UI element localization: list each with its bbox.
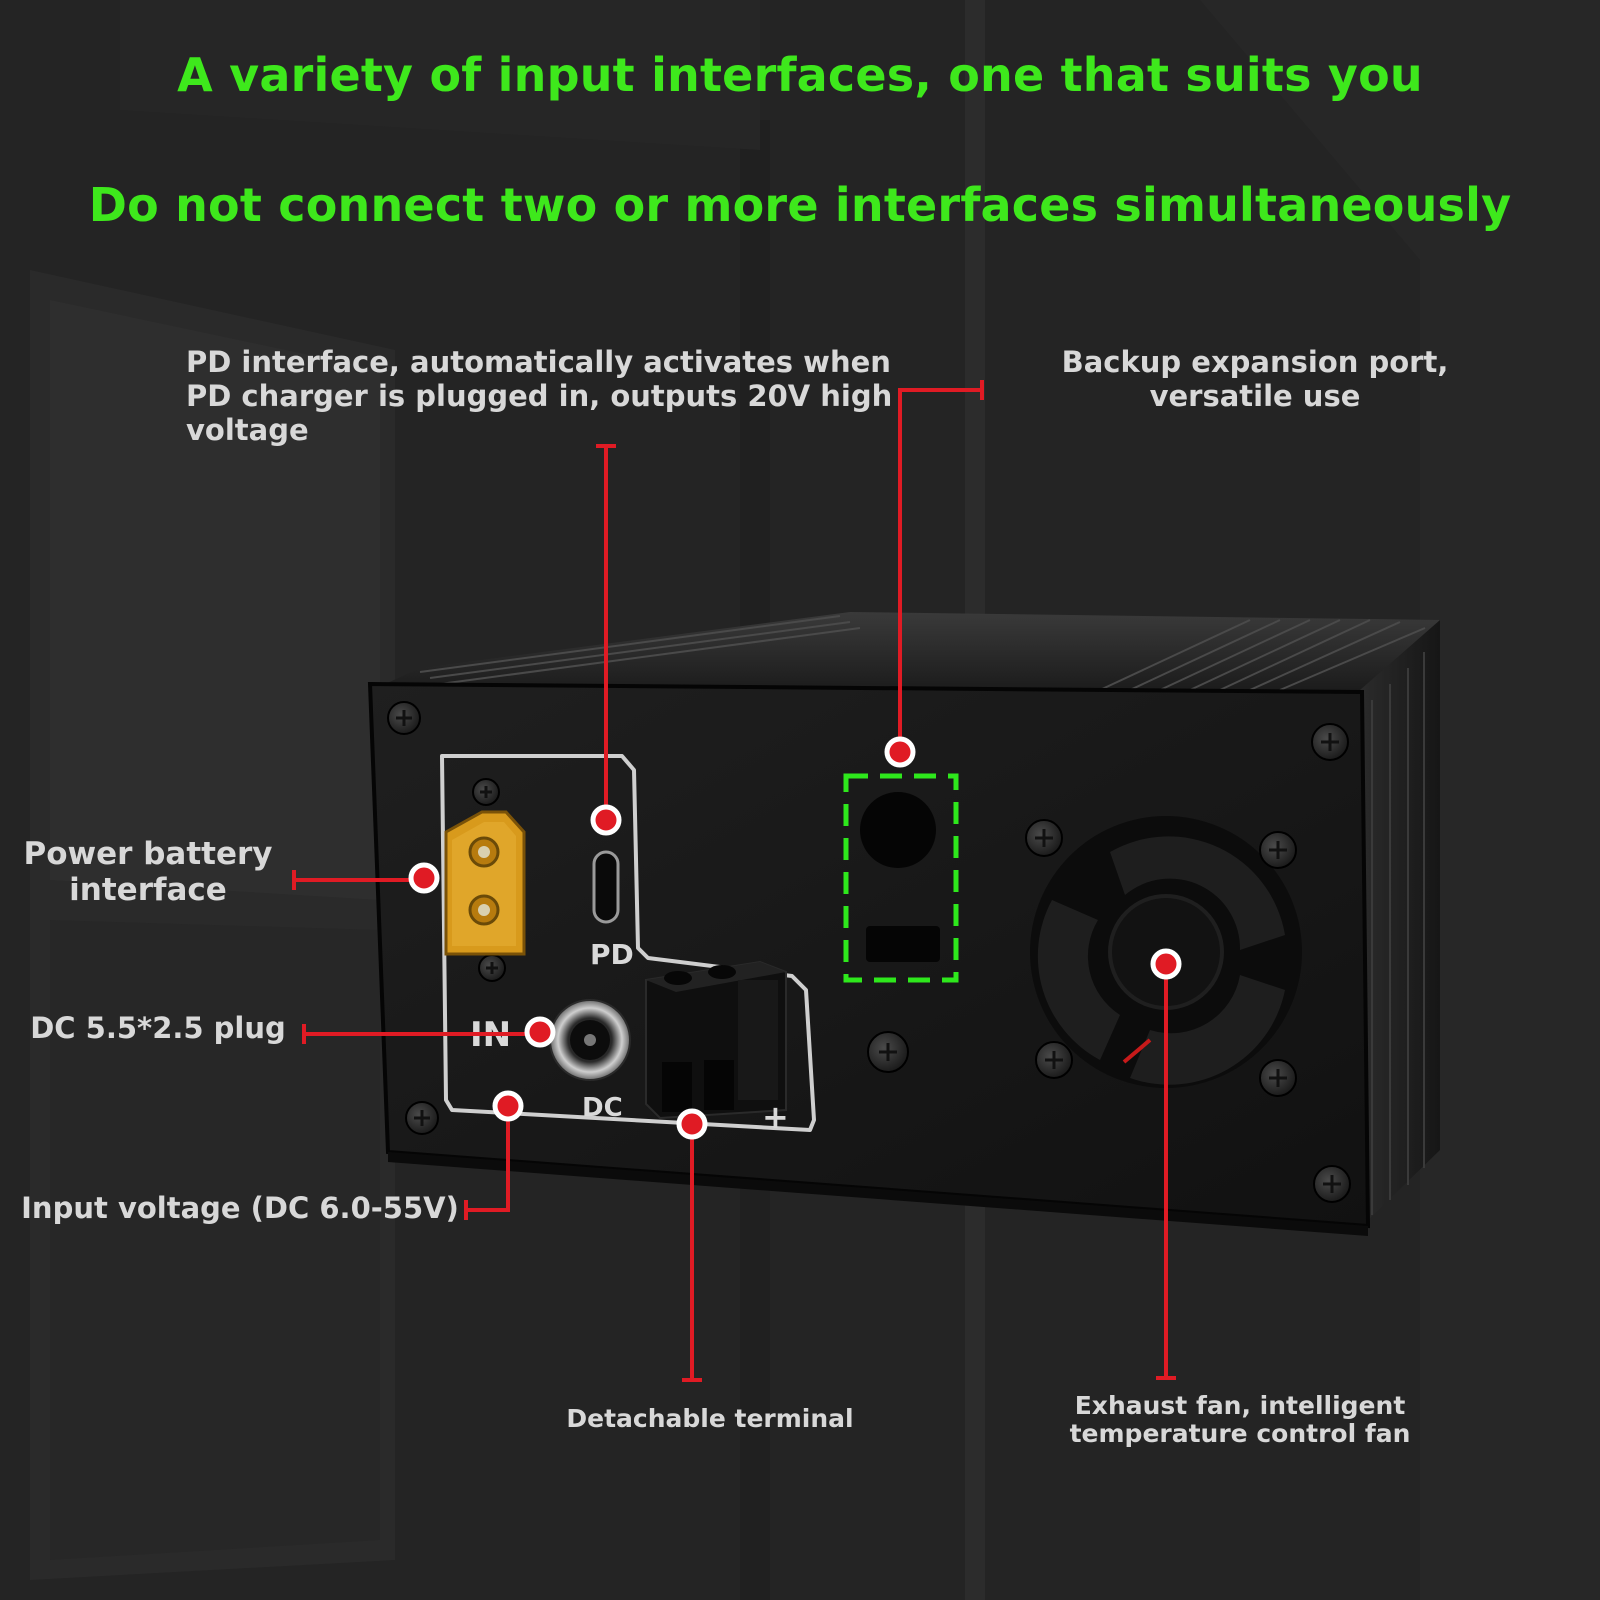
dot-terminal	[676, 1108, 708, 1140]
dc-marking: DC	[582, 1093, 623, 1123]
headline-variety: A variety of input interfaces, one that …	[177, 48, 1423, 102]
dc-barrel-jack	[549, 999, 631, 1081]
callout-dots	[408, 736, 1182, 1140]
dot-fan	[1150, 948, 1182, 980]
leader-terminal	[682, 1124, 702, 1382]
leader-dc	[302, 1024, 540, 1044]
dot-dc	[524, 1016, 556, 1048]
xt60-connector	[444, 810, 526, 956]
callout-pd-interface: PD interface, automatically activates wh…	[186, 345, 893, 447]
callout-leaders	[292, 380, 1176, 1382]
callout-detachable-terminal: Detachable terminal	[566, 1404, 854, 1433]
terminal-block	[645, 960, 787, 1120]
expansion-round-hole	[860, 792, 936, 868]
expansion-rect-hole	[866, 926, 940, 962]
callout-power-battery: Power battery interface	[23, 836, 273, 909]
callout-input-voltage: Input voltage (DC 6.0-55V)	[21, 1191, 459, 1225]
callout-exhaust-fan: Exhaust fan, intelligent temperature con…	[1069, 1391, 1411, 1448]
dot-backup	[884, 736, 916, 768]
leader-fan	[1156, 966, 1176, 1380]
pd-marking: PD	[590, 938, 634, 971]
callout-backup-port: Backup expansion port, versatile use	[1061, 345, 1449, 413]
dot-input	[492, 1090, 524, 1122]
corner-screws	[387, 701, 1351, 1203]
leader-pd	[596, 444, 616, 820]
power-module-device: PD IN DC +	[367, 612, 1440, 1236]
headline-warning: Do not connect two or more interfaces si…	[88, 178, 1512, 232]
callout-dc-plug: DC 5.5*2.5 plug	[30, 1011, 286, 1045]
leader-backup	[898, 380, 984, 752]
expansion-highlight-box	[843, 773, 959, 983]
leader-input	[464, 1106, 510, 1220]
dot-pd	[590, 804, 622, 836]
plus-marking: +	[762, 1098, 789, 1136]
connector-panel-outline	[440, 754, 816, 1132]
leader-battery	[292, 870, 424, 890]
dot-battery	[408, 862, 440, 894]
usb-c-port	[592, 850, 620, 924]
